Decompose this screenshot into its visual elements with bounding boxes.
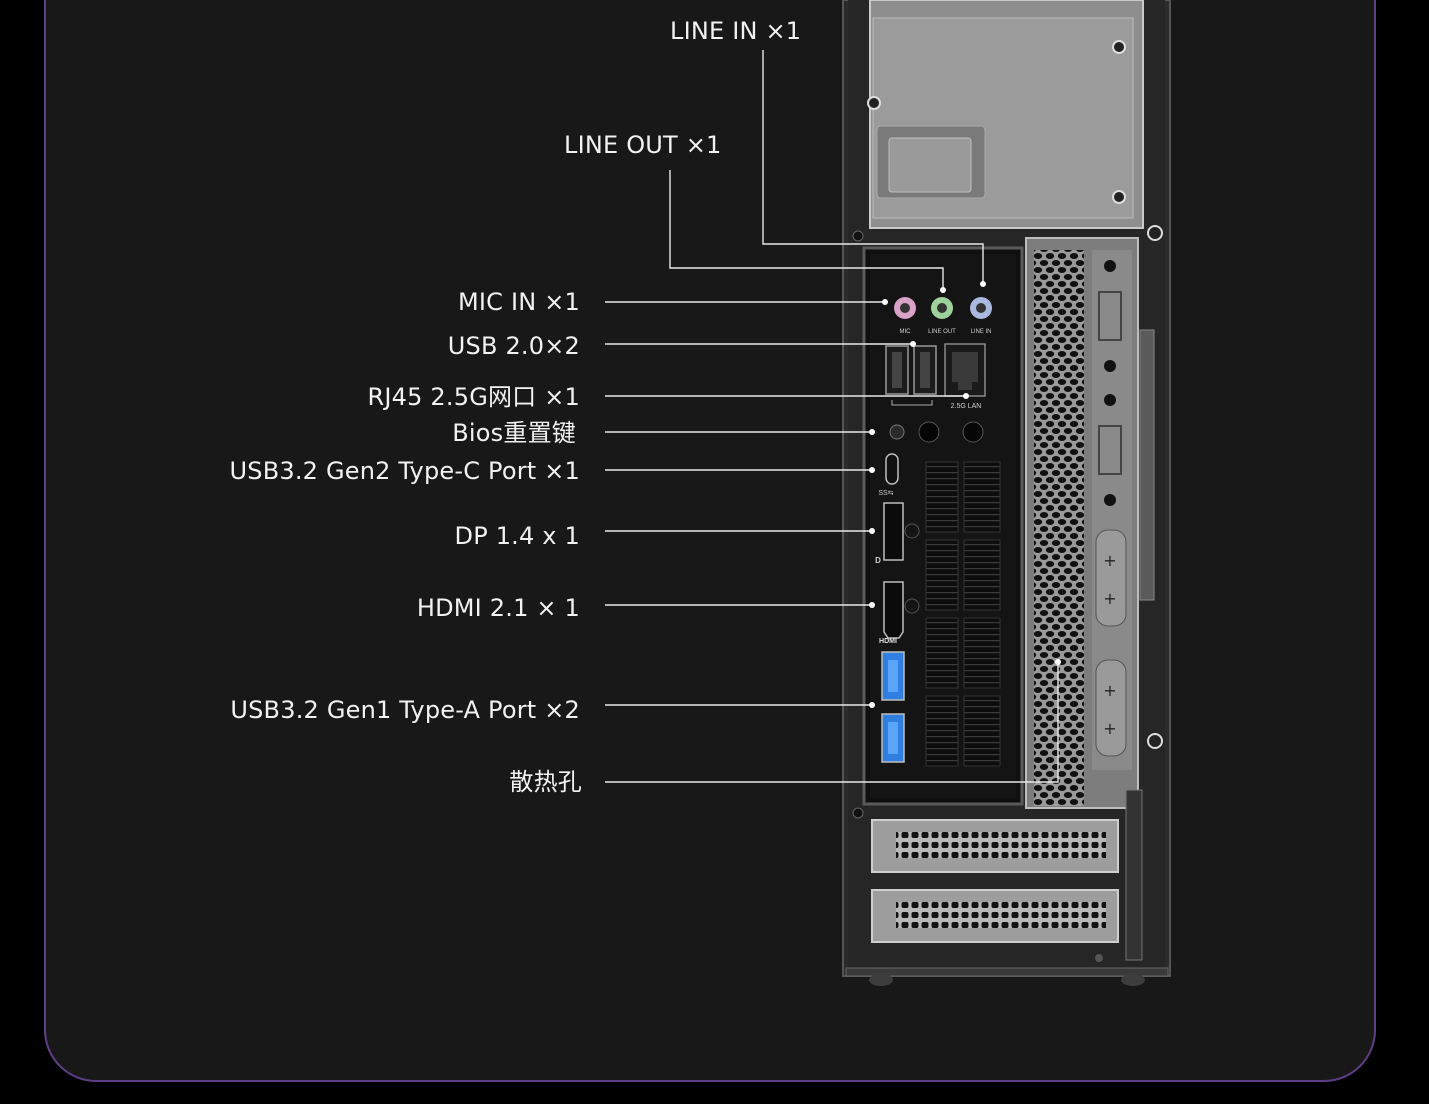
label-line-in: LINE IN ×1 [670,17,802,45]
hex-vent [1034,250,1084,806]
svg-text:HDMI: HDMI [879,638,897,645]
dp-port [883,502,904,561]
hdmi-port [883,581,904,639]
label-hdmi: HDMI 2.1 × 1 [416,594,580,622]
label-bios: Bios重置键 [452,419,576,447]
svg-text:SS⇆: SS⇆ [878,490,893,497]
label-mic-in: MIC IN ×1 [457,288,580,316]
leader-line-out [669,170,944,290]
label-usb20: USB 2.0×2 [447,332,580,360]
label-line-out: LINE OUT ×1 [564,131,722,159]
label-rj45: RJ45 2.5G网口 ×1 [367,383,580,411]
svg-text:+: + [1103,681,1116,700]
label-vents: 散热孔 [509,768,582,796]
line-in-mark: LINE IN [970,329,991,335]
label-dp: DP 1.4 x 1 [454,522,580,550]
svg-text:+: + [1103,589,1116,608]
usb-typec-port [885,453,899,485]
bios-reset-button [889,424,905,440]
io-vents [925,461,1001,767]
label-typea: USB3.2 Gen1 Type-A Port ×2 [230,696,580,724]
svg-text:+: + [1103,551,1116,570]
svg-text:D: D [875,556,881,565]
line-out-mark: LINE OUT [928,329,956,335]
label-typec: USB3.2 Gen2 Type-C Port ×1 [229,457,580,485]
mic-mark: MIC [900,329,912,335]
lan-mark: 2.5G LAN [951,403,982,410]
svg-text:+: + [1103,719,1116,738]
leader-vents [605,662,1059,783]
leader-line-in [762,50,984,284]
